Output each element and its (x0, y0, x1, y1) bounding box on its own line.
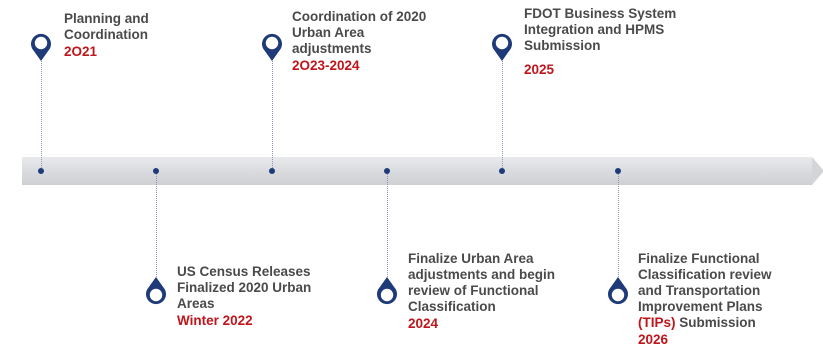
milestone-4-year: 2024 (408, 316, 439, 331)
milestone-5-year: 2025 (524, 62, 555, 77)
map-pin-icon (262, 33, 282, 61)
milestone-3-label: Coordination of 2020 Urban Area adjustme… (292, 9, 427, 73)
milestone-6-year: 2026 (638, 332, 669, 347)
timeline-dot-6 (615, 168, 621, 174)
connector-6 (618, 172, 619, 277)
timeline-dot-3 (269, 168, 275, 174)
map-pin-icon (492, 33, 512, 61)
map-pin-icon (377, 277, 397, 305)
milestone-1-label: Planning and Coordination 2O21 (64, 11, 149, 59)
timeline-dot-2 (153, 168, 159, 174)
map-pin-icon (146, 277, 166, 305)
milestone-6-label: Finalize Functional Classification revie… (638, 251, 772, 347)
map-pin-icon (608, 277, 628, 305)
milestone-5-label: FDOT Business System Integration and HPM… (524, 6, 677, 77)
connector-2 (156, 172, 157, 277)
connector-5 (502, 58, 503, 170)
map-pin-icon (31, 33, 51, 61)
connector-1 (41, 58, 42, 170)
milestone-3-year: 2O23-2024 (292, 58, 360, 73)
timeline-band (22, 157, 823, 185)
milestone-4-label: Finalize Urban Area adjustments and begi… (408, 251, 556, 331)
tips-highlight: (TIPs) (638, 315, 676, 330)
milestone-2-year: Winter 2022 (177, 313, 253, 328)
connector-3 (272, 58, 273, 170)
timeline-dot-5 (499, 168, 505, 174)
timeline-dot-4 (384, 168, 390, 174)
milestone-2-label: US Census Releases Finalized 2020 Urban … (177, 264, 312, 328)
timeline-dot-1 (38, 168, 44, 174)
connector-4 (387, 172, 388, 277)
milestone-1-year: 2O21 (64, 44, 98, 59)
